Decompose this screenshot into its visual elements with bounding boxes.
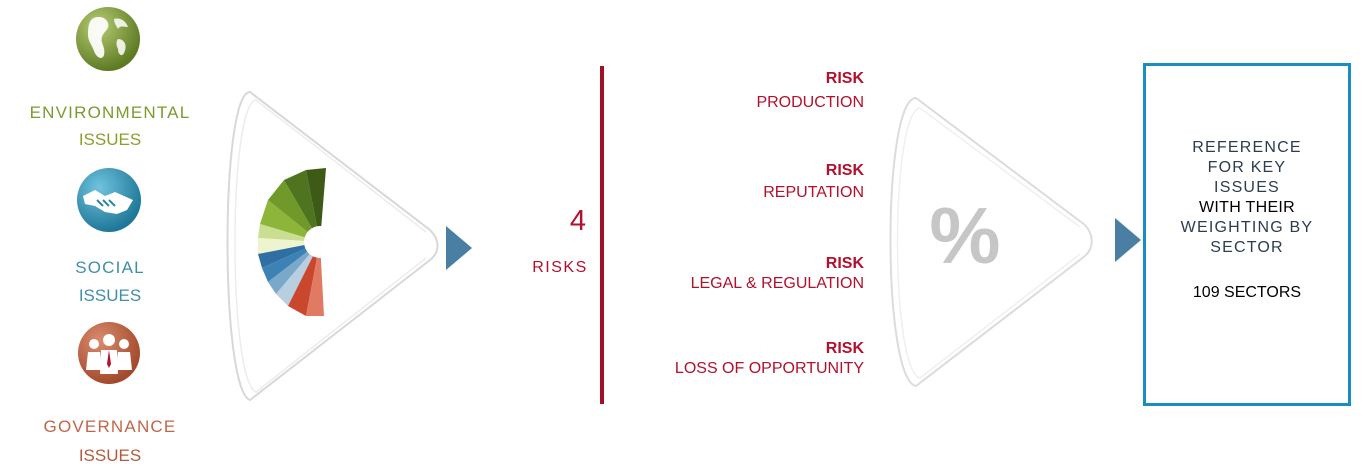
environmental-issues-label: ISSUES [78, 130, 142, 149]
reference-line: WEIGHTING BY [1180, 219, 1314, 236]
environmental-label: ENVIRONMENTAL [29, 103, 191, 122]
weighting-funnel [889, 96, 1093, 388]
risk-title: RISK [825, 70, 864, 87]
issues-fan-chart [258, 168, 332, 316]
governance-label: GOVERNANCE [43, 417, 177, 436]
reference-box: REFERENCE FOR KEY ISSUES WITH THEIR WEIG… [1143, 63, 1351, 406]
risks-divider [600, 66, 604, 404]
reference-highlight: WITH THEIR [1198, 199, 1296, 216]
reference-line: SECTOR [1210, 239, 1284, 256]
risk-title: RISK [825, 162, 864, 179]
reference-line: ISSUES [1214, 179, 1280, 196]
risks-label: RISKS [532, 259, 588, 276]
handshake-icon [77, 168, 141, 232]
risk-title: RISK [825, 340, 864, 357]
risk-name: PRODUCTION [756, 94, 864, 111]
arrow-right-icon [446, 226, 472, 270]
percent-symbol: % [929, 191, 1001, 280]
risk-item: RISK REPUTATION [600, 162, 864, 202]
people-icon [78, 322, 140, 384]
reference-line: FOR KEY [1207, 159, 1287, 176]
issues-funnel [226, 90, 439, 402]
governance-issues-label: ISSUES [78, 446, 142, 465]
risk-name: REPUTATION [763, 184, 864, 201]
risk-list: RISK PRODUCTION RISK REPUTATION RISK LEG… [600, 60, 864, 400]
social-issues-label: ISSUES [78, 286, 142, 305]
arrow-right-icon-2 [1115, 218, 1141, 262]
sectors-count: 109 SECTORS [1192, 284, 1302, 301]
globe-icon [76, 7, 140, 71]
risk-name: LEGAL & REGULATION [690, 275, 864, 292]
risk-title: RISK [825, 255, 864, 272]
reference-line: REFERENCE [1192, 139, 1302, 156]
social-label: SOCIAL [75, 258, 145, 277]
risk-item: RISK LEGAL & REGULATION [600, 255, 864, 293]
risk-item: RISK PRODUCTION [600, 70, 864, 112]
risk-item: RISK LOSS OF OPPORTUNITY [600, 340, 864, 378]
risks-count: 4 [569, 205, 587, 237]
risk-name: LOSS OF OPPORTUNITY [674, 360, 864, 377]
